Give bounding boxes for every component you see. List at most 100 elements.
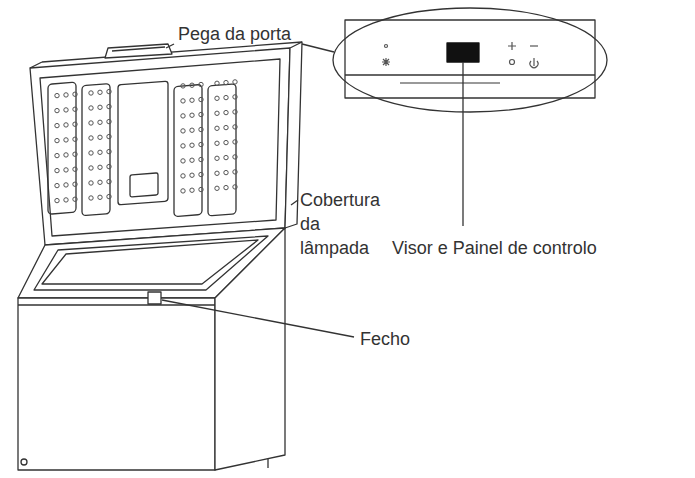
body-front — [18, 298, 215, 470]
lid-dot — [181, 189, 185, 193]
lid-dot — [55, 123, 59, 127]
lid-dot — [55, 108, 59, 112]
lid-dot — [73, 167, 77, 171]
lid-dot — [233, 95, 237, 99]
lid-dot — [98, 150, 102, 154]
lid-dot — [107, 194, 111, 198]
lid-dot — [107, 134, 111, 138]
part-label: Cobertura da lâmpada — [300, 188, 386, 260]
lid-dot — [64, 138, 68, 142]
lid-dot — [73, 122, 77, 126]
lid-dot — [64, 93, 68, 97]
lid-dot — [98, 120, 102, 124]
lid-dot — [215, 126, 219, 130]
latch — [148, 292, 161, 304]
lid-dot — [55, 153, 59, 157]
lid-dot — [199, 112, 203, 116]
lid-dot — [215, 96, 219, 100]
lid-dot — [181, 159, 185, 163]
panel-print — [400, 82, 500, 84]
part-label: Fecho — [360, 327, 410, 351]
lid-dot — [73, 92, 77, 96]
lid-dot — [89, 196, 93, 200]
leader-line — [291, 200, 298, 205]
lid-dot — [73, 152, 77, 156]
lid-dot — [181, 99, 185, 103]
lid-dot — [181, 129, 185, 133]
lid-dot — [224, 170, 228, 174]
lid-dot — [233, 125, 237, 129]
lid-dot — [224, 185, 228, 189]
inset-circle — [333, 8, 607, 112]
lid-dot — [64, 168, 68, 172]
lid-dot — [89, 166, 93, 170]
lid-dot — [107, 104, 111, 108]
lid-dot — [215, 141, 219, 145]
lid-dot — [215, 156, 219, 160]
lid-dot — [98, 165, 102, 169]
lid-dot — [89, 181, 93, 185]
leader-line — [162, 300, 354, 337]
lid-inner — [40, 59, 280, 236]
lid-dot — [233, 170, 237, 174]
lid-dot — [64, 198, 68, 202]
lid-dots — [55, 80, 237, 203]
lid-dot — [224, 155, 228, 159]
lid-dot — [64, 153, 68, 157]
lid-dot — [224, 125, 228, 129]
lid-dot — [55, 198, 59, 202]
lid-dot — [73, 107, 77, 111]
lid — [30, 48, 290, 245]
lid-dot — [55, 138, 59, 142]
lid-dot — [233, 185, 237, 189]
lid-dot — [98, 90, 102, 94]
lid-dot — [107, 164, 111, 168]
lid-dot — [98, 180, 102, 184]
lid-dot — [98, 105, 102, 109]
lid-dot — [98, 135, 102, 139]
lid-dot — [89, 121, 93, 125]
lid-dot — [224, 80, 228, 84]
lid-dot — [107, 149, 111, 153]
lid-dot — [73, 197, 77, 201]
lid-dot — [107, 119, 111, 123]
display — [447, 43, 479, 62]
lid-dot — [199, 187, 203, 191]
lid-dot — [224, 95, 228, 99]
lid-dot — [199, 157, 203, 161]
lid-dot — [190, 158, 194, 162]
opening-inner — [42, 240, 258, 284]
lid-dot — [89, 106, 93, 110]
lid-dot — [190, 143, 194, 147]
lid-dot — [233, 155, 237, 159]
inset-leader — [302, 44, 334, 52]
lid-dot — [233, 80, 237, 84]
lid-dot — [224, 140, 228, 144]
control-panel — [345, 74, 595, 75]
lid-dot — [89, 151, 93, 155]
lid-dot — [55, 93, 59, 97]
lid-dot — [181, 174, 185, 178]
panel-buttons — [382, 42, 538, 68]
lid-dot — [199, 142, 203, 146]
lid-dot — [190, 188, 194, 192]
lid-dot — [199, 97, 203, 101]
lid-dot — [107, 89, 111, 93]
leader-line — [166, 44, 174, 48]
lid-edge — [42, 42, 302, 62]
lid-dot — [64, 108, 68, 112]
lid-dot — [55, 183, 59, 187]
foot — [267, 459, 268, 468]
lid-dot — [181, 144, 185, 148]
lid-dot — [215, 186, 219, 190]
lid-dot — [199, 172, 203, 176]
lid-dot — [64, 123, 68, 127]
lid-dot — [190, 173, 194, 177]
lid-dot — [73, 137, 77, 141]
lid-dot — [233, 110, 237, 114]
lid-dot — [181, 114, 185, 118]
lid-dot — [215, 171, 219, 175]
body-side — [215, 228, 285, 470]
lid-dot — [190, 113, 194, 117]
